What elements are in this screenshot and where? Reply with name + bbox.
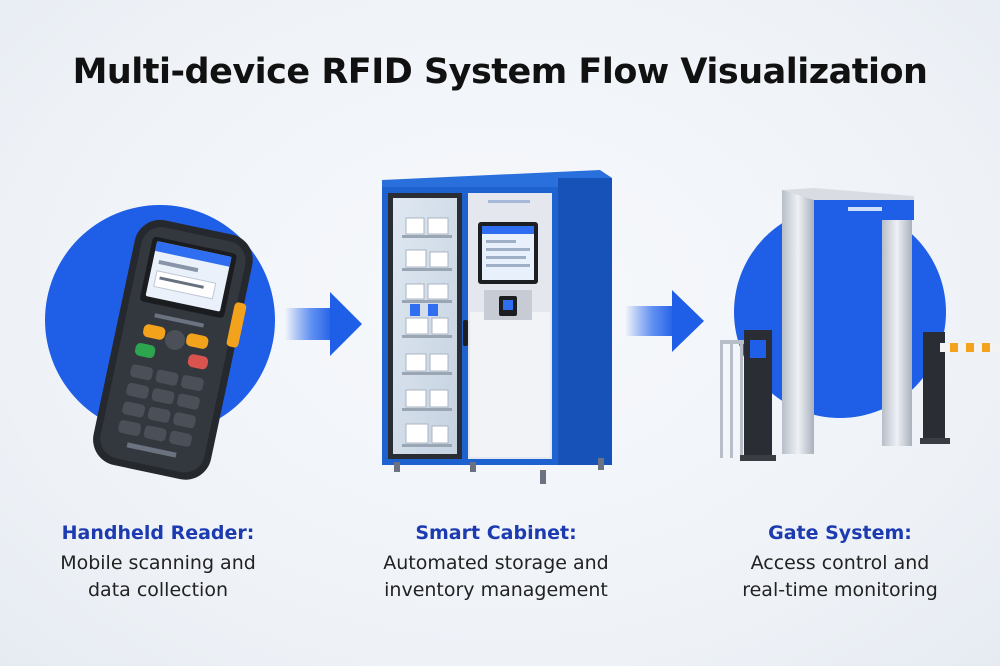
handheld-reader-icon <box>45 205 275 480</box>
device-caption-cabinet: Smart Cabinet: Automated storage and inv… <box>346 522 646 604</box>
device-desc-line: Access control and <box>750 552 930 574</box>
gate-barrier-post <box>923 332 945 440</box>
device-name: Handheld Reader: <box>61 522 255 544</box>
gate-right-pillar <box>882 200 912 446</box>
device-desc-line: data collection <box>88 579 228 601</box>
device-name: Smart Cabinet: <box>415 522 577 544</box>
cabinet-handle <box>463 320 468 346</box>
arrow-right-icon <box>625 290 704 352</box>
arrow-right-icon <box>285 292 362 356</box>
gate-left-pillar <box>782 190 814 454</box>
cabinet-touchscreen <box>482 226 534 280</box>
gate-system-icon <box>720 188 1000 461</box>
device-desc-line: Automated storage and <box>383 552 609 574</box>
device-caption-gate: Gate System: Access control and real-tim… <box>690 522 990 604</box>
device-name: Gate System: <box>768 522 912 544</box>
device-desc-line: Mobile scanning and <box>60 552 256 574</box>
reader-side-button <box>226 302 247 348</box>
reader-key-green <box>134 343 156 359</box>
device-desc-line: inventory management <box>384 579 608 601</box>
device-caption-handheld: Handheld Reader: Mobile scanning and dat… <box>8 522 308 604</box>
device-desc-line: real-time monitoring <box>742 579 938 601</box>
page-title: Multi-device RFID System Flow Visualizat… <box>72 52 928 92</box>
reader-key-yellow <box>143 324 166 340</box>
smart-cabinet-icon <box>382 170 612 484</box>
